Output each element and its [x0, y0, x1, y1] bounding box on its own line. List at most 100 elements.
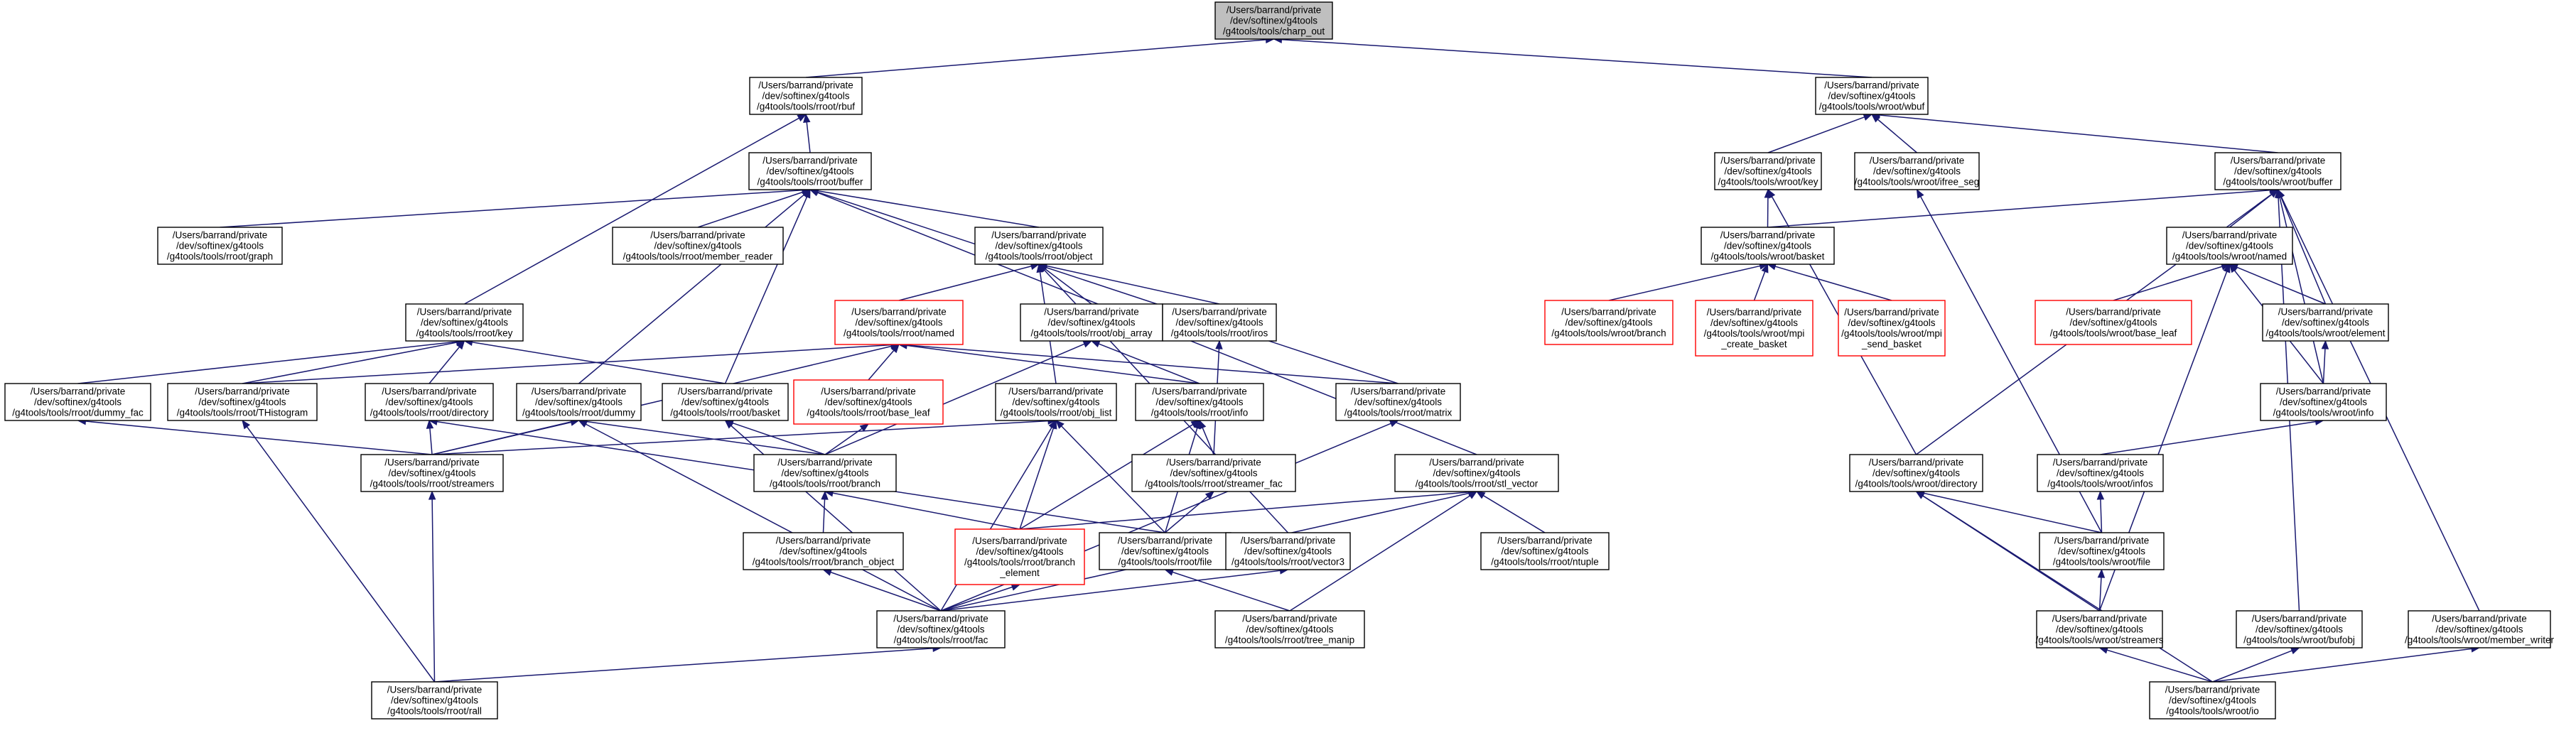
node-label-line: /Users/barrand/private	[1166, 457, 1261, 468]
edge-wroot-element-to-wroot-buffer	[2280, 196, 2327, 305]
node-wroot-member-writer[interactable]: /Users/barrand/private/dev/softinex/g4to…	[2405, 610, 2555, 648]
node-box	[1099, 532, 1232, 570]
node-label-line: /Users/barrand/private	[2066, 307, 2161, 317]
node-label-line: /Users/barrand/private	[758, 80, 853, 91]
node-rroot-obj-list[interactable]: /Users/barrand/private/dev/softinex/g4to…	[995, 383, 1117, 421]
node-label-line: /dev/softinex/g4tools	[1354, 397, 1442, 408]
node-label-line: /g4tools/tools/wroot/basket	[1711, 251, 1825, 262]
node-rroot-streamer-fac[interactable]: /Users/barrand/private/dev/softinex/g4to…	[1131, 454, 1296, 492]
node-label-line: /dev/softinex/g4tools	[1230, 16, 1317, 26]
node-rroot-rall[interactable]: /Users/barrand/private/dev/softinex/g4to…	[371, 681, 498, 720]
node-rroot-dummy-fac[interactable]: /Users/barrand/private/dev/softinex/g4to…	[4, 383, 151, 421]
node-wroot-branch[interactable]: /Users/barrand/private/dev/softinex/g4to…	[1544, 300, 1674, 345]
node-label-line: /Users/barrand/private	[2053, 457, 2148, 468]
node-wroot-io[interactable]: /Users/barrand/private/dev/softinex/g4to…	[2149, 681, 2276, 720]
node-rroot-iros[interactable]: /Users/barrand/private/dev/softinex/g4to…	[1162, 303, 1277, 342]
node-box	[2166, 227, 2293, 265]
node-rroot-branch[interactable]: /Users/barrand/private/dev/softinex/g4to…	[753, 454, 897, 492]
arrowhead-icon	[859, 423, 870, 432]
node-wroot-info[interactable]: /Users/barrand/private/dev/softinex/g4to…	[2260, 383, 2387, 421]
node-label-line: /Users/barrand/private	[2432, 614, 2527, 624]
edge-rroot-fac-to-rroot-dummy	[585, 423, 942, 612]
edge-rroot-member-reader-to-rroot-buffer	[697, 191, 803, 228]
node-wroot-element[interactable]: /Users/barrand/private/dev/softinex/g4to…	[2262, 303, 2389, 342]
node-box	[1162, 303, 1277, 342]
node-rroot-named[interactable]: /Users/barrand/private/dev/softinex/g4to…	[834, 300, 964, 345]
arrowhead-icon	[1761, 263, 1769, 273]
node-wroot-base-leaf[interactable]: /Users/barrand/private/dev/softinex/g4to…	[2035, 300, 2192, 345]
node-label-line: /g4tools/tools/rroot/dummy_fac	[12, 408, 144, 418]
node-rroot-info[interactable]: /Users/barrand/private/dev/softinex/g4to…	[1135, 383, 1264, 421]
node-label-line: /dev/softinex/g4tools	[198, 397, 286, 408]
edge-rroot-info-to-rroot-obj-array	[1098, 343, 1200, 384]
node-wroot-wbuf[interactable]: /Users/barrand/private/dev/softinex/g4to…	[1815, 77, 1929, 115]
node-rroot-buffer[interactable]: /Users/barrand/private/dev/softinex/g4to…	[748, 152, 872, 190]
node-wroot-basket[interactable]: /Users/barrand/private/dev/softinex/g4to…	[1701, 227, 1835, 265]
node-label-line: /Users/barrand/private	[2052, 614, 2147, 624]
node-label-line: /g4tools/tools/wroot/member_writer	[2405, 635, 2555, 646]
node-wroot-streamers[interactable]: /Users/barrand/private/dev/softinex/g4to…	[2035, 610, 2164, 648]
node-label-line: /Users/barrand/private	[173, 230, 268, 241]
edge-rroot-matrix-to-rroot-buffer	[817, 191, 1399, 384]
node-box	[360, 454, 504, 492]
node-rroot-matrix[interactable]: /Users/barrand/private/dev/softinex/g4to…	[1335, 383, 1461, 421]
node-label-line: /dev/softinex/g4tools	[1724, 166, 1811, 177]
node-rroot-streamers[interactable]: /Users/barrand/private/dev/softinex/g4to…	[360, 454, 504, 492]
node-wroot-file[interactable]: /Users/barrand/private/dev/softinex/g4to…	[2039, 532, 2165, 570]
node-wroot-mpi-send-basket[interactable]: /Users/barrand/private/dev/softinex/g4to…	[1838, 300, 1946, 357]
node-label-line: /dev/softinex/g4tools	[1710, 317, 1798, 328]
node-rroot-ntuple[interactable]: /Users/barrand/private/dev/softinex/g4to…	[1480, 532, 1610, 570]
edge-rroot-dummy-fac-to-rroot-key	[77, 341, 457, 384]
edge-wroot-infos-to-wroot-info	[2100, 420, 2316, 455]
node-label-line: /Users/barrand/private	[2165, 685, 2260, 695]
edge-rroot-tree-manip-to-rroot-file	[1172, 571, 1290, 612]
node-rroot-dummy[interactable]: /Users/barrand/private/dev/softinex/g4to…	[516, 383, 642, 421]
node-wroot-mpi-create-basket[interactable]: /Users/barrand/private/dev/softinex/g4to…	[1695, 300, 1814, 357]
node-rroot-file[interactable]: /Users/barrand/private/dev/softinex/g4to…	[1099, 532, 1232, 570]
node-rroot-vector3[interactable]: /Users/barrand/private/dev/softinex/g4to…	[1225, 532, 1351, 570]
edge-rroot-graph-to-rroot-buffer	[220, 189, 803, 228]
node-rroot-branch-object[interactable]: /Users/barrand/private/dev/softinex/g4to…	[743, 532, 904, 570]
node-rroot-fac[interactable]: /Users/barrand/private/dev/softinex/g4to…	[876, 610, 1006, 648]
node-wroot-directory[interactable]: /Users/barrand/private/dev/softinex/g4to…	[1849, 454, 1983, 492]
edge-rroot-branch-object-to-rroot-branch	[822, 499, 826, 533]
arrowhead-icon	[2097, 568, 2106, 578]
arrowhead-icon	[1082, 340, 1093, 348]
node-rroot-base-leaf[interactable]: /Users/barrand/private/dev/softinex/g4to…	[793, 379, 944, 425]
node-rroot-THistogram[interactable]: /Users/barrand/private/dev/softinex/g4to…	[167, 383, 318, 421]
node-label-line: /g4tools/tools/wroot/branch	[1551, 328, 1666, 339]
node-label-line: /dev/softinex/g4tools	[535, 397, 623, 408]
node-wroot-ifree-seg[interactable]: /Users/barrand/private/dev/softinex/g4to…	[1854, 152, 1980, 190]
node-rroot-object[interactable]: /Users/barrand/private/dev/softinex/g4to…	[974, 227, 1104, 265]
node-label-line: /g4tools/tools/wroot/io	[2166, 706, 2259, 717]
node-label-line: /g4tools/tools/wroot/mpi	[1841, 328, 1942, 339]
node-rroot-directory[interactable]: /Users/barrand/private/dev/softinex/g4to…	[365, 383, 494, 421]
node-wroot-bufobj[interactable]: /Users/barrand/private/dev/softinex/g4to…	[2236, 610, 2363, 648]
node-label-line: /dev/softinex/g4tools	[2069, 317, 2157, 328]
node-label-line: /dev/softinex/g4tools	[766, 166, 853, 177]
node-label-line: /dev/softinex/g4tools	[2234, 166, 2322, 177]
node-wroot-named[interactable]: /Users/barrand/private/dev/softinex/g4to…	[2166, 227, 2293, 265]
node-rroot-tree-manip[interactable]: /Users/barrand/private/dev/softinex/g4to…	[1214, 610, 1365, 648]
node-label-line: /g4tools/tools/rroot/obj_list	[1001, 408, 1112, 418]
node-rroot-stl-vector[interactable]: /Users/barrand/private/dev/softinex/g4to…	[1394, 454, 1559, 492]
node-label-line: /dev/softinex/g4tools	[1501, 546, 1588, 557]
node-label-line: /dev/softinex/g4tools	[2282, 317, 2369, 328]
node-wroot-buffer[interactable]: /Users/barrand/private/dev/softinex/g4to…	[2214, 152, 2341, 190]
edge-wroot-mpi-create-basket-to-wroot-basket	[1753, 271, 1766, 301]
node-rroot-key[interactable]: /Users/barrand/private/dev/softinex/g4to…	[405, 303, 524, 342]
node-rroot-basket[interactable]: /Users/barrand/private/dev/softinex/g4to…	[662, 383, 789, 421]
node-wroot-infos[interactable]: /Users/barrand/private/dev/softinex/g4to…	[2037, 454, 2164, 492]
node-rroot-graph[interactable]: /Users/barrand/private/dev/softinex/g4to…	[157, 227, 283, 265]
node-rroot-obj-array[interactable]: /Users/barrand/private/dev/softinex/g4to…	[1020, 303, 1163, 342]
node-label-line: /g4tools/tools/rroot/graph	[167, 251, 273, 262]
node-rroot-rbuf[interactable]: /Users/barrand/private/dev/softinex/g4to…	[749, 77, 863, 115]
node-wroot-key[interactable]: /Users/barrand/private/dev/softinex/g4to…	[1714, 152, 1822, 190]
node-label-line: /dev/softinex/g4tools	[976, 546, 1063, 557]
node-rroot-member-reader[interactable]: /Users/barrand/private/dev/softinex/g4to…	[612, 227, 784, 265]
node-rroot-branch-element[interactable]: /Users/barrand/private/dev/softinex/g4to…	[954, 528, 1085, 585]
edge-rroot-matrix-to-rroot-named	[906, 344, 1399, 384]
node-charp-out[interactable]: /Users/barrand/private/dev/softinex/g4to…	[1214, 1, 1333, 40]
arrowhead-icon	[821, 490, 829, 500]
node-label-line: /dev/softinex/g4tools	[654, 241, 741, 251]
